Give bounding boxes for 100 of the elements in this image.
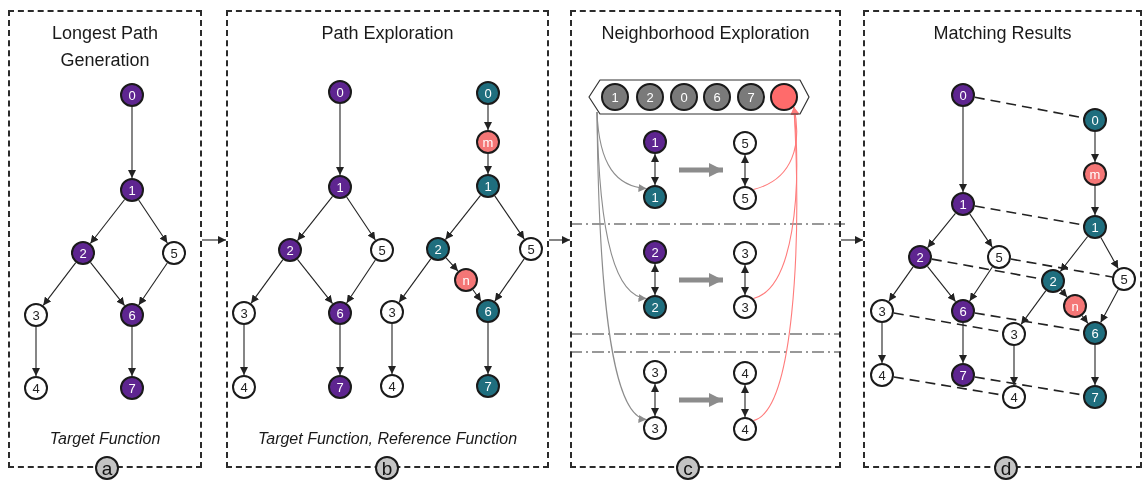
arrow (445, 257, 459, 272)
graph-node: 3 (380, 300, 404, 324)
double-arrow (651, 383, 659, 417)
graph-node: 6 (703, 83, 731, 111)
graph-node: 2 (278, 238, 302, 262)
arrow (89, 198, 126, 245)
graph-node: 4 (870, 363, 894, 387)
graph-node: 3 (232, 301, 256, 325)
double-arrow (741, 384, 749, 418)
graph-node: 2 (908, 245, 932, 269)
graph-node: 5 (519, 237, 543, 261)
arrow (969, 213, 993, 248)
graph-node: 3 (733, 295, 757, 319)
graph-node: 3 (24, 303, 48, 327)
panel-caption: Target Function (48, 430, 162, 448)
graph-node: 2 (426, 237, 450, 261)
graph-node: 5 (1112, 267, 1136, 291)
arrow (1058, 288, 1068, 298)
graph-node: 0 (670, 83, 698, 111)
arrow (336, 324, 344, 376)
graph-node: 1 (643, 185, 667, 209)
arrow (679, 393, 723, 407)
letter-badge: c (676, 456, 700, 480)
graph-node: 6 (328, 301, 352, 325)
graph-node: 3 (643, 416, 667, 440)
graph-node: m (476, 130, 500, 154)
graph-node: 4 (733, 361, 757, 385)
graph-node: 4 (24, 376, 48, 400)
graph-node: 6 (951, 299, 975, 323)
graph-node: 1 (1083, 215, 1107, 239)
arrow (1091, 185, 1099, 216)
arrow (388, 323, 396, 375)
graph-node (770, 83, 798, 111)
arrow (959, 106, 967, 193)
graph-node: 6 (120, 303, 144, 327)
arrow (138, 199, 168, 244)
arrow (1091, 344, 1099, 386)
graph-node: 3 (643, 360, 667, 384)
arrow (494, 195, 525, 240)
panel-title: Path Exploration (320, 22, 455, 45)
arrow (1100, 289, 1119, 323)
graph-node: m (1083, 162, 1107, 186)
arrow (42, 262, 77, 306)
arrow (969, 266, 993, 302)
graph-node: 0 (328, 80, 352, 104)
letter-badge: d (994, 456, 1018, 480)
arrow (752, 106, 799, 300)
arrow (484, 104, 492, 131)
arrow (494, 258, 525, 302)
graph-node: n (1063, 294, 1087, 318)
graph-node: 6 (1083, 321, 1107, 345)
arrow (1010, 345, 1018, 386)
graph-node: 5 (162, 241, 186, 265)
graph-node: 0 (120, 83, 144, 107)
arrow (398, 258, 432, 303)
graph-node: 2 (643, 295, 667, 319)
graph-node: n (454, 268, 478, 292)
graph-node: 0 (476, 81, 500, 105)
letter-badge: b (375, 456, 399, 480)
arrow (240, 324, 248, 376)
graph-node: 7 (737, 83, 765, 111)
graph-node: 5 (733, 131, 757, 155)
graph-node: 5 (987, 245, 1011, 269)
arrow (679, 163, 723, 177)
panel-title: Neighborhood Exploration (600, 22, 811, 45)
double-arrow (651, 153, 659, 186)
double-arrow (741, 264, 749, 296)
graph-node: 4 (1002, 385, 1026, 409)
arrow (89, 261, 126, 307)
panel-title: Matching Results (932, 22, 1073, 45)
arrow (840, 236, 864, 244)
graph-node: 3 (733, 241, 757, 265)
arrow (484, 322, 492, 375)
graph-node: 1 (643, 130, 667, 154)
double-arrow (741, 154, 749, 187)
arrow (548, 236, 571, 244)
arrow (296, 258, 334, 305)
graph-node: 4 (232, 375, 256, 399)
graph-node: 3 (870, 299, 894, 323)
arrow (32, 326, 40, 377)
arrow (296, 195, 334, 242)
panel-title: Longest Path Generation (50, 22, 160, 72)
arrow (250, 259, 284, 304)
arrow (878, 322, 886, 364)
graph-node: 0 (951, 83, 975, 107)
graph-node: 7 (476, 374, 500, 398)
arrow (1059, 235, 1089, 273)
arrow (1091, 131, 1099, 163)
arrow (346, 196, 376, 241)
arrow (1020, 290, 1047, 325)
graph-node: 7 (1083, 385, 1107, 409)
arrow (959, 322, 967, 364)
graph-node: 4 (733, 417, 757, 441)
graph-node: 1 (951, 192, 975, 216)
graph-node: 1 (120, 178, 144, 202)
arrow (926, 265, 957, 303)
graph-node: 2 (643, 240, 667, 264)
arrow (138, 262, 168, 306)
graph-node: 5 (733, 186, 757, 210)
graph-node: 2 (1041, 269, 1065, 293)
